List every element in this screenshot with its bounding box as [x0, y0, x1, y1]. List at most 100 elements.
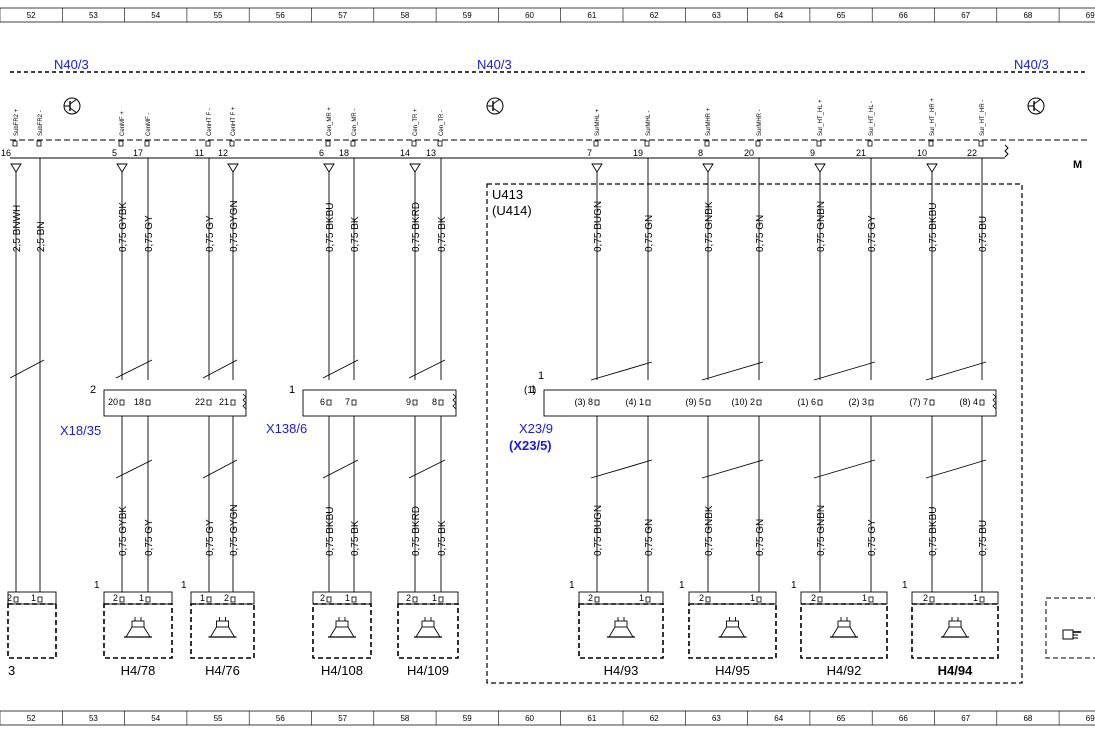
- grid-number: 60: [525, 11, 534, 20]
- ecu-pin-label: CenMF -: [146, 113, 152, 136]
- grid-number: 53: [89, 11, 98, 20]
- wire-label-upper: 0,75 BK: [350, 216, 361, 252]
- wire-label-upper: 0,75 GN: [755, 215, 766, 252]
- ecu-pin-label: CenHT F -: [207, 108, 213, 136]
- speaker-body: [688, 603, 777, 659]
- speaker-label: H4/95: [715, 663, 750, 678]
- ecu-label-center: N40/3: [477, 57, 512, 72]
- ecu-pin-number: 6: [319, 148, 324, 158]
- grid-number: 66: [899, 714, 908, 723]
- connector-pin: [119, 399, 125, 406]
- ecu-pin-marker: [816, 140, 822, 147]
- speaker-pin-number: 2: [588, 593, 593, 603]
- twist-marker: [701, 459, 764, 479]
- grid-number: 55: [214, 714, 223, 723]
- speaker-icon: [414, 617, 442, 638]
- speaker-body: [103, 603, 173, 659]
- speaker-pin-number: 2: [923, 593, 928, 603]
- connector-pin-number: 20: [108, 397, 118, 407]
- speaker-pin-number: 2: [406, 593, 411, 603]
- ecu-pin-marker: [411, 140, 417, 147]
- grid-number: 56: [276, 714, 285, 723]
- speaker-pin-number: 1: [750, 593, 755, 603]
- ecu-pin-marker: [205, 140, 211, 147]
- speaker-pin: [979, 596, 985, 603]
- connector-pin-number: (8) 4: [959, 397, 978, 407]
- ecu-pin-marker: [593, 140, 599, 147]
- connector-pin: [438, 399, 444, 406]
- speaker-pin-number: 1: [200, 593, 205, 603]
- ground-symbol: [814, 163, 826, 173]
- grid-number: 63: [712, 714, 721, 723]
- connector-pin-number: (2) 3: [848, 397, 867, 407]
- wire-label-upper: 0,75 BKBU: [928, 203, 939, 252]
- connector-id: X138/6: [266, 421, 307, 436]
- wire-label-upper: 0,75 GNBN: [816, 201, 827, 252]
- connector-pin: [326, 399, 332, 406]
- wire-label-upper: 0,75 GYBK: [118, 202, 129, 252]
- ecu-pin-marker: [644, 140, 650, 147]
- speaker-connector-number: 1: [181, 580, 187, 591]
- wire-label-upper: 0,75 GNBK: [704, 201, 715, 252]
- speaker-connector-number: 1: [679, 580, 685, 591]
- connector-pin: [979, 399, 985, 406]
- speaker-pin-number: 1: [973, 593, 978, 603]
- speaker-icon: [941, 617, 969, 638]
- speaker-connector-number: 1: [569, 580, 575, 591]
- ecu-pin-marker: [144, 140, 150, 147]
- speaker-pin: [206, 596, 212, 603]
- ecu-pin-label: CenMF +: [120, 111, 126, 136]
- twist-marker: [925, 361, 987, 381]
- connector-pin: [817, 399, 823, 406]
- grid-number: 67: [961, 714, 970, 723]
- grid-number: 57: [338, 714, 347, 723]
- twist-marker: [813, 361, 876, 381]
- connector-id-alt: (X23/5): [509, 438, 552, 453]
- wire-label-upper: 0,75 BUGN: [593, 201, 604, 252]
- speaker-body: [800, 603, 888, 659]
- ecu-pin-marker: [36, 140, 42, 147]
- partial-component-box: [1045, 597, 1095, 659]
- ecu-pin-marker: [118, 140, 124, 147]
- ecu-pin-marker: [437, 140, 443, 147]
- grid-number: 65: [837, 11, 846, 20]
- ecu-pin-number: 11: [195, 148, 204, 158]
- module-box: [486, 183, 1023, 684]
- wire-label-upper: 0,75 GY: [205, 215, 216, 252]
- wire-label-upper: 0,75 BKRD: [411, 202, 422, 252]
- transistor-icon: [1027, 97, 1045, 115]
- ecu-pin-number: 5: [112, 148, 117, 158]
- grid-number: 63: [712, 11, 721, 20]
- ecu-pin-label: CenHT F +: [231, 106, 237, 136]
- connector-pin: [594, 399, 600, 406]
- grid-number: 64: [774, 714, 783, 723]
- speaker-pin: [594, 596, 600, 603]
- grid-number: 52: [27, 11, 36, 20]
- grid-number: 69: [1086, 11, 1095, 20]
- speaker-pin: [230, 596, 236, 603]
- wire-label-lower: 0,75 GNBN: [816, 505, 827, 556]
- twist-marker: [9, 359, 45, 379]
- connector-pin-number: (4) 1: [625, 397, 644, 407]
- ecu-pin-marker: [704, 140, 710, 147]
- twist-marker: [322, 459, 359, 479]
- connector-number: 1: [289, 384, 295, 396]
- speaker-connector: [190, 591, 255, 605]
- wire-label-upper: 0,75 GY: [144, 215, 155, 252]
- ecu-pin-label: Sur_HT_HL -: [869, 101, 875, 136]
- ground-symbol: [323, 163, 335, 173]
- wire-label-lower: 0,75 GYBK: [118, 506, 129, 556]
- speaker-label: H4/92: [827, 663, 862, 678]
- ecu-pin-label: Cen_MR +: [327, 107, 333, 136]
- speaker-connector: [397, 591, 459, 605]
- speaker-pin: [145, 596, 151, 603]
- speaker-pin: [351, 596, 357, 603]
- ecu-pin-number: 14: [400, 148, 410, 158]
- speaker-label: H4/108: [321, 663, 363, 678]
- grid-number: 60: [525, 714, 534, 723]
- speaker-pin-number: 1: [639, 593, 644, 603]
- wire-label-upper: 0,75 BK: [437, 216, 448, 252]
- ecu-pin-label: SubFR2 -: [38, 110, 44, 136]
- grid-number: 52: [27, 714, 36, 723]
